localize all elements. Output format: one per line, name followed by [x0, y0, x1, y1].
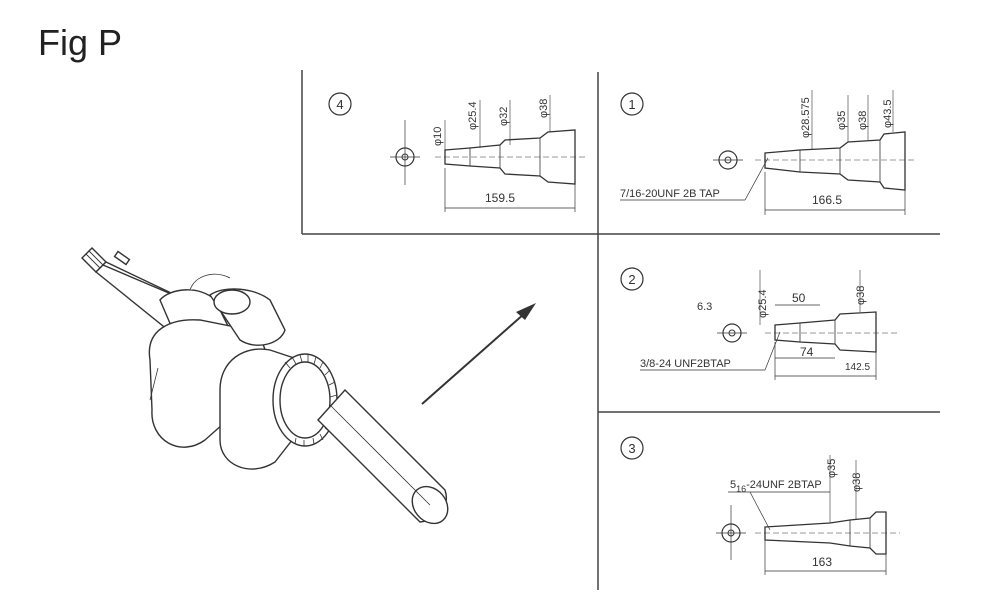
panel-4-dim-b: φ25.4 — [467, 101, 479, 130]
panel-1-length: 166.5 — [812, 193, 842, 207]
crankshaft-illustration — [81, 247, 449, 525]
panel-4-number: 4 — [336, 97, 343, 112]
panel-3-dim-b: φ38 — [851, 473, 863, 492]
direction-arrow — [421, 303, 536, 405]
panel-2-length-total: 142.5 — [845, 362, 870, 373]
panel-3-tap-rest: -24UNF 2BTAP — [746, 479, 822, 491]
panel-1-dim-c: φ38 — [857, 111, 869, 130]
figure-title: Fig P — [38, 22, 123, 63]
panel-1-drawing: 1 7/16-20UNF 2B TAP 166.5 φ28.575 φ35 φ3… — [620, 90, 915, 215]
panel-3-length: 163 — [812, 555, 832, 569]
panel-2-dim-d: 6.3 — [697, 301, 712, 313]
panel-4-dim-a: φ10 — [432, 127, 444, 146]
panel-2-dim-c: φ38 — [855, 286, 867, 305]
panel-4-dim-d: φ38 — [538, 99, 550, 118]
panel-3-tap-num: 5 — [730, 479, 736, 491]
panel-frames — [301, 70, 940, 590]
panel-2-length: 74 — [800, 345, 814, 359]
panel-3-tap-den: 16 — [736, 484, 746, 494]
panel-3-drawing: 3 516-24UNF 2BTAP 163 φ35 φ38 — [620, 436, 900, 575]
panel-1-tap-label: 7/16-20UNF 2B TAP — [620, 188, 720, 200]
panel-3-badge — [620, 436, 644, 460]
panel-2-dim-b: 50 — [792, 291, 806, 305]
panel-4-drawing: 4 159.5 φ10 φ25.4 φ32 φ38 — [328, 92, 585, 212]
panel-3-dim-a: φ35 — [826, 459, 838, 478]
panel-2-drawing: 2 3/8-24 UNF2BTAP 6.3 50 74 142.5 φ25.4 … — [620, 267, 900, 380]
panel-2-number: 2 — [628, 272, 635, 287]
panel-2-dim-a: φ25.4 — [757, 289, 769, 318]
panel-1-number: 1 — [628, 97, 635, 112]
panel-4-dim-c: φ32 — [498, 107, 510, 126]
panel-3-number: 3 — [628, 441, 635, 456]
panel-1-badge — [620, 92, 644, 116]
panel-1-dim-a: φ28.575 — [800, 97, 812, 138]
panel-4-length: 159.5 — [485, 191, 515, 205]
panel-1-dim-d: φ43.5 — [882, 99, 894, 128]
panel-2-badge — [620, 267, 644, 291]
panel-2-tap-label: 3/8-24 UNF2BTAP — [640, 358, 731, 370]
panel-4-badge — [328, 92, 352, 116]
panel-3-tap-label: 516-24UNF 2BTAP — [730, 479, 822, 494]
panel-1-dim-b: φ35 — [836, 111, 848, 130]
